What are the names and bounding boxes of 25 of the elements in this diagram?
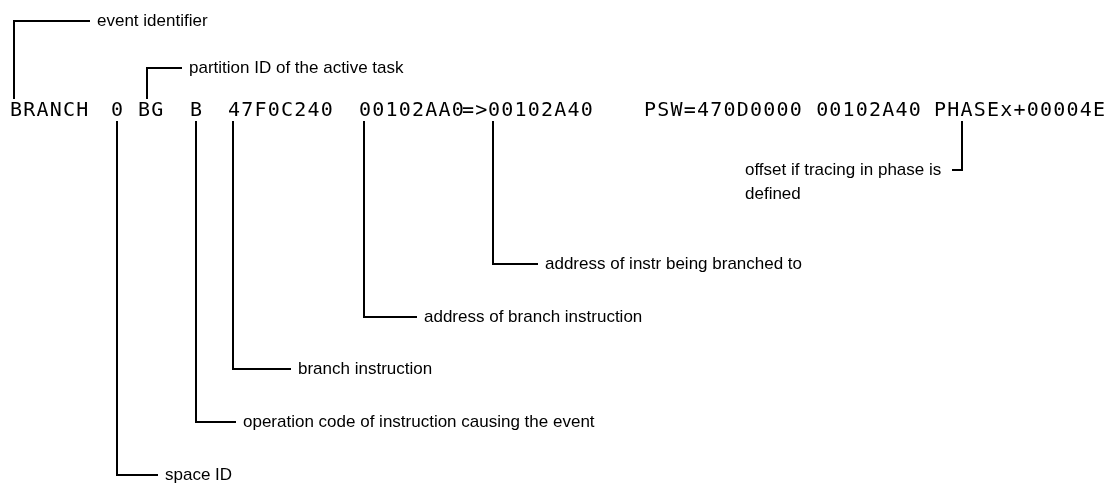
leader-line — [116, 120, 159, 476]
trace-field: PHASEx+00004E — [934, 98, 1107, 120]
trace-field: => — [462, 98, 489, 120]
leader-line — [363, 120, 418, 318]
trace-field: B — [190, 98, 204, 120]
trace-field: 00102A40 — [488, 98, 594, 120]
annotation-text: address of instr being branched to — [545, 252, 803, 276]
annotation-text: partition ID of the active task — [189, 56, 404, 80]
annotation-text: offset if tracing in phase is defined — [745, 158, 945, 206]
trace-field: 0 — [111, 98, 125, 120]
trace-field: BG — [138, 98, 165, 120]
annotation-text: address of branch instruction — [424, 305, 643, 329]
annotation-text: event identifier — [97, 9, 208, 33]
trace-field: PSW=470D0000 00102A40 — [644, 98, 923, 120]
annotation-text: branch instruction — [298, 357, 433, 381]
annotation-text: operation code of instruction causing the event — [243, 410, 595, 434]
leader-line — [146, 67, 183, 100]
annotation-text: space ID — [165, 463, 233, 487]
leader-line — [492, 120, 539, 265]
leader-line — [951, 120, 963, 171]
leader-line — [232, 120, 292, 370]
trace-field: 47F0C240 — [228, 98, 334, 120]
trace-field: BRANCH — [10, 98, 90, 120]
leader-line — [195, 120, 237, 423]
leader-line — [13, 20, 91, 100]
